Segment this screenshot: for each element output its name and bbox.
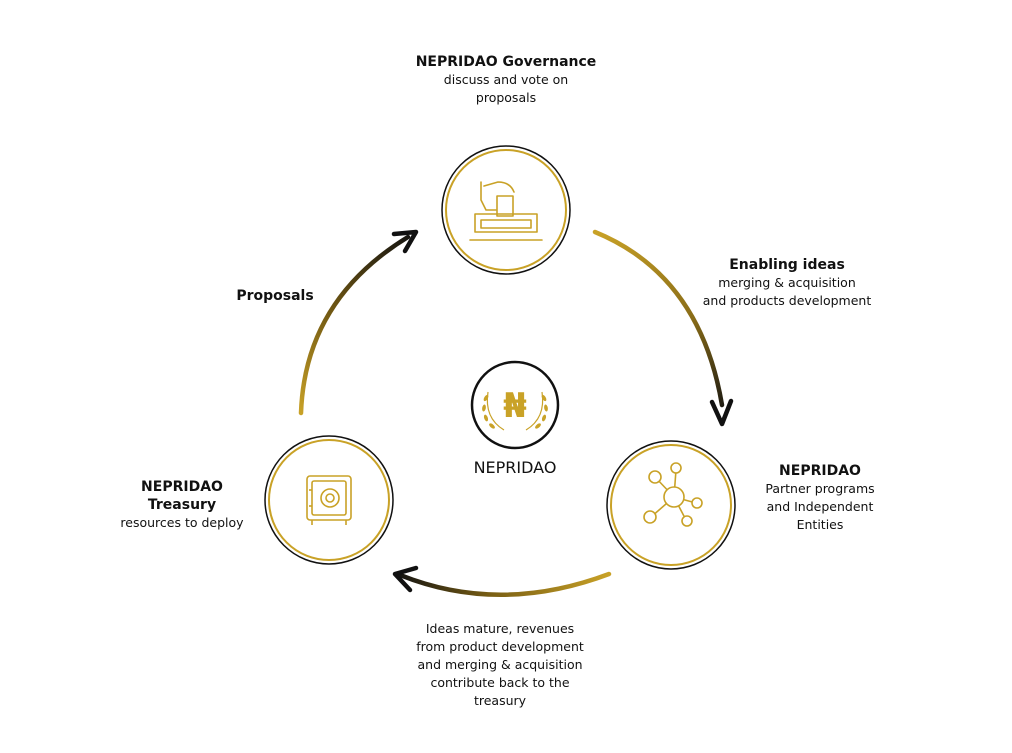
enabling-title: Enabling ideas	[729, 257, 845, 273]
arrow-revenue	[392, 565, 612, 597]
revenue-line-3: and merging & acquisition	[417, 657, 583, 672]
safe-icon	[306, 475, 352, 525]
revenue-line-1: Ideas mature, revenues	[425, 621, 575, 636]
enabling-line-2: and products development	[702, 293, 872, 308]
governance-line-1: discuss and vote on	[443, 72, 569, 87]
proposals-title: Proposals	[236, 288, 314, 304]
logo-glyph: ₦	[503, 386, 527, 426]
partners-line-1: Partner programs	[765, 481, 875, 496]
treasury-line-1: resources to deploy	[120, 515, 244, 530]
revenue-line-5: treasury	[473, 693, 527, 708]
voting-hand-icon	[469, 181, 543, 241]
governance-line-2: proposals	[475, 90, 537, 105]
proposals-label: Proposals	[225, 287, 325, 305]
treasury-title-2: Treasury	[147, 497, 217, 513]
network-icon	[643, 462, 703, 527]
revenue-line-4: contribute back to the	[430, 675, 570, 690]
arrow-proposals	[298, 229, 419, 416]
governance-label: NEPRIDAO Governance discuss and vote on …	[391, 53, 621, 107]
enabling-ideas-label: Enabling ideas merging & acquisition and…	[692, 256, 882, 310]
enabling-line-1: merging & acquisition	[718, 275, 856, 290]
center-label: NEPRIDAO	[473, 458, 557, 477]
treasury-label: NEPRIDAO Treasury resources to deploy	[112, 478, 252, 532]
governance-title: NEPRIDAO Governance	[415, 54, 597, 70]
partners-label: NEPRIDAO Partner programs and Independen…	[755, 462, 885, 534]
treasury-node	[264, 435, 394, 565]
revenue-label: Ideas mature, revenues from product deve…	[400, 620, 600, 710]
partners-line-2: and Independent	[766, 499, 874, 514]
partners-line-3: Entities	[796, 517, 844, 532]
partners-title: NEPRIDAO	[779, 463, 861, 479]
revenue-line-2: from product development	[416, 639, 584, 654]
treasury-title-1: NEPRIDAO	[141, 479, 223, 495]
arrow-enabling-ideas	[592, 229, 734, 427]
nepridao-logo: ₦	[470, 360, 560, 450]
governance-node	[441, 145, 571, 275]
partners-node	[606, 440, 736, 570]
